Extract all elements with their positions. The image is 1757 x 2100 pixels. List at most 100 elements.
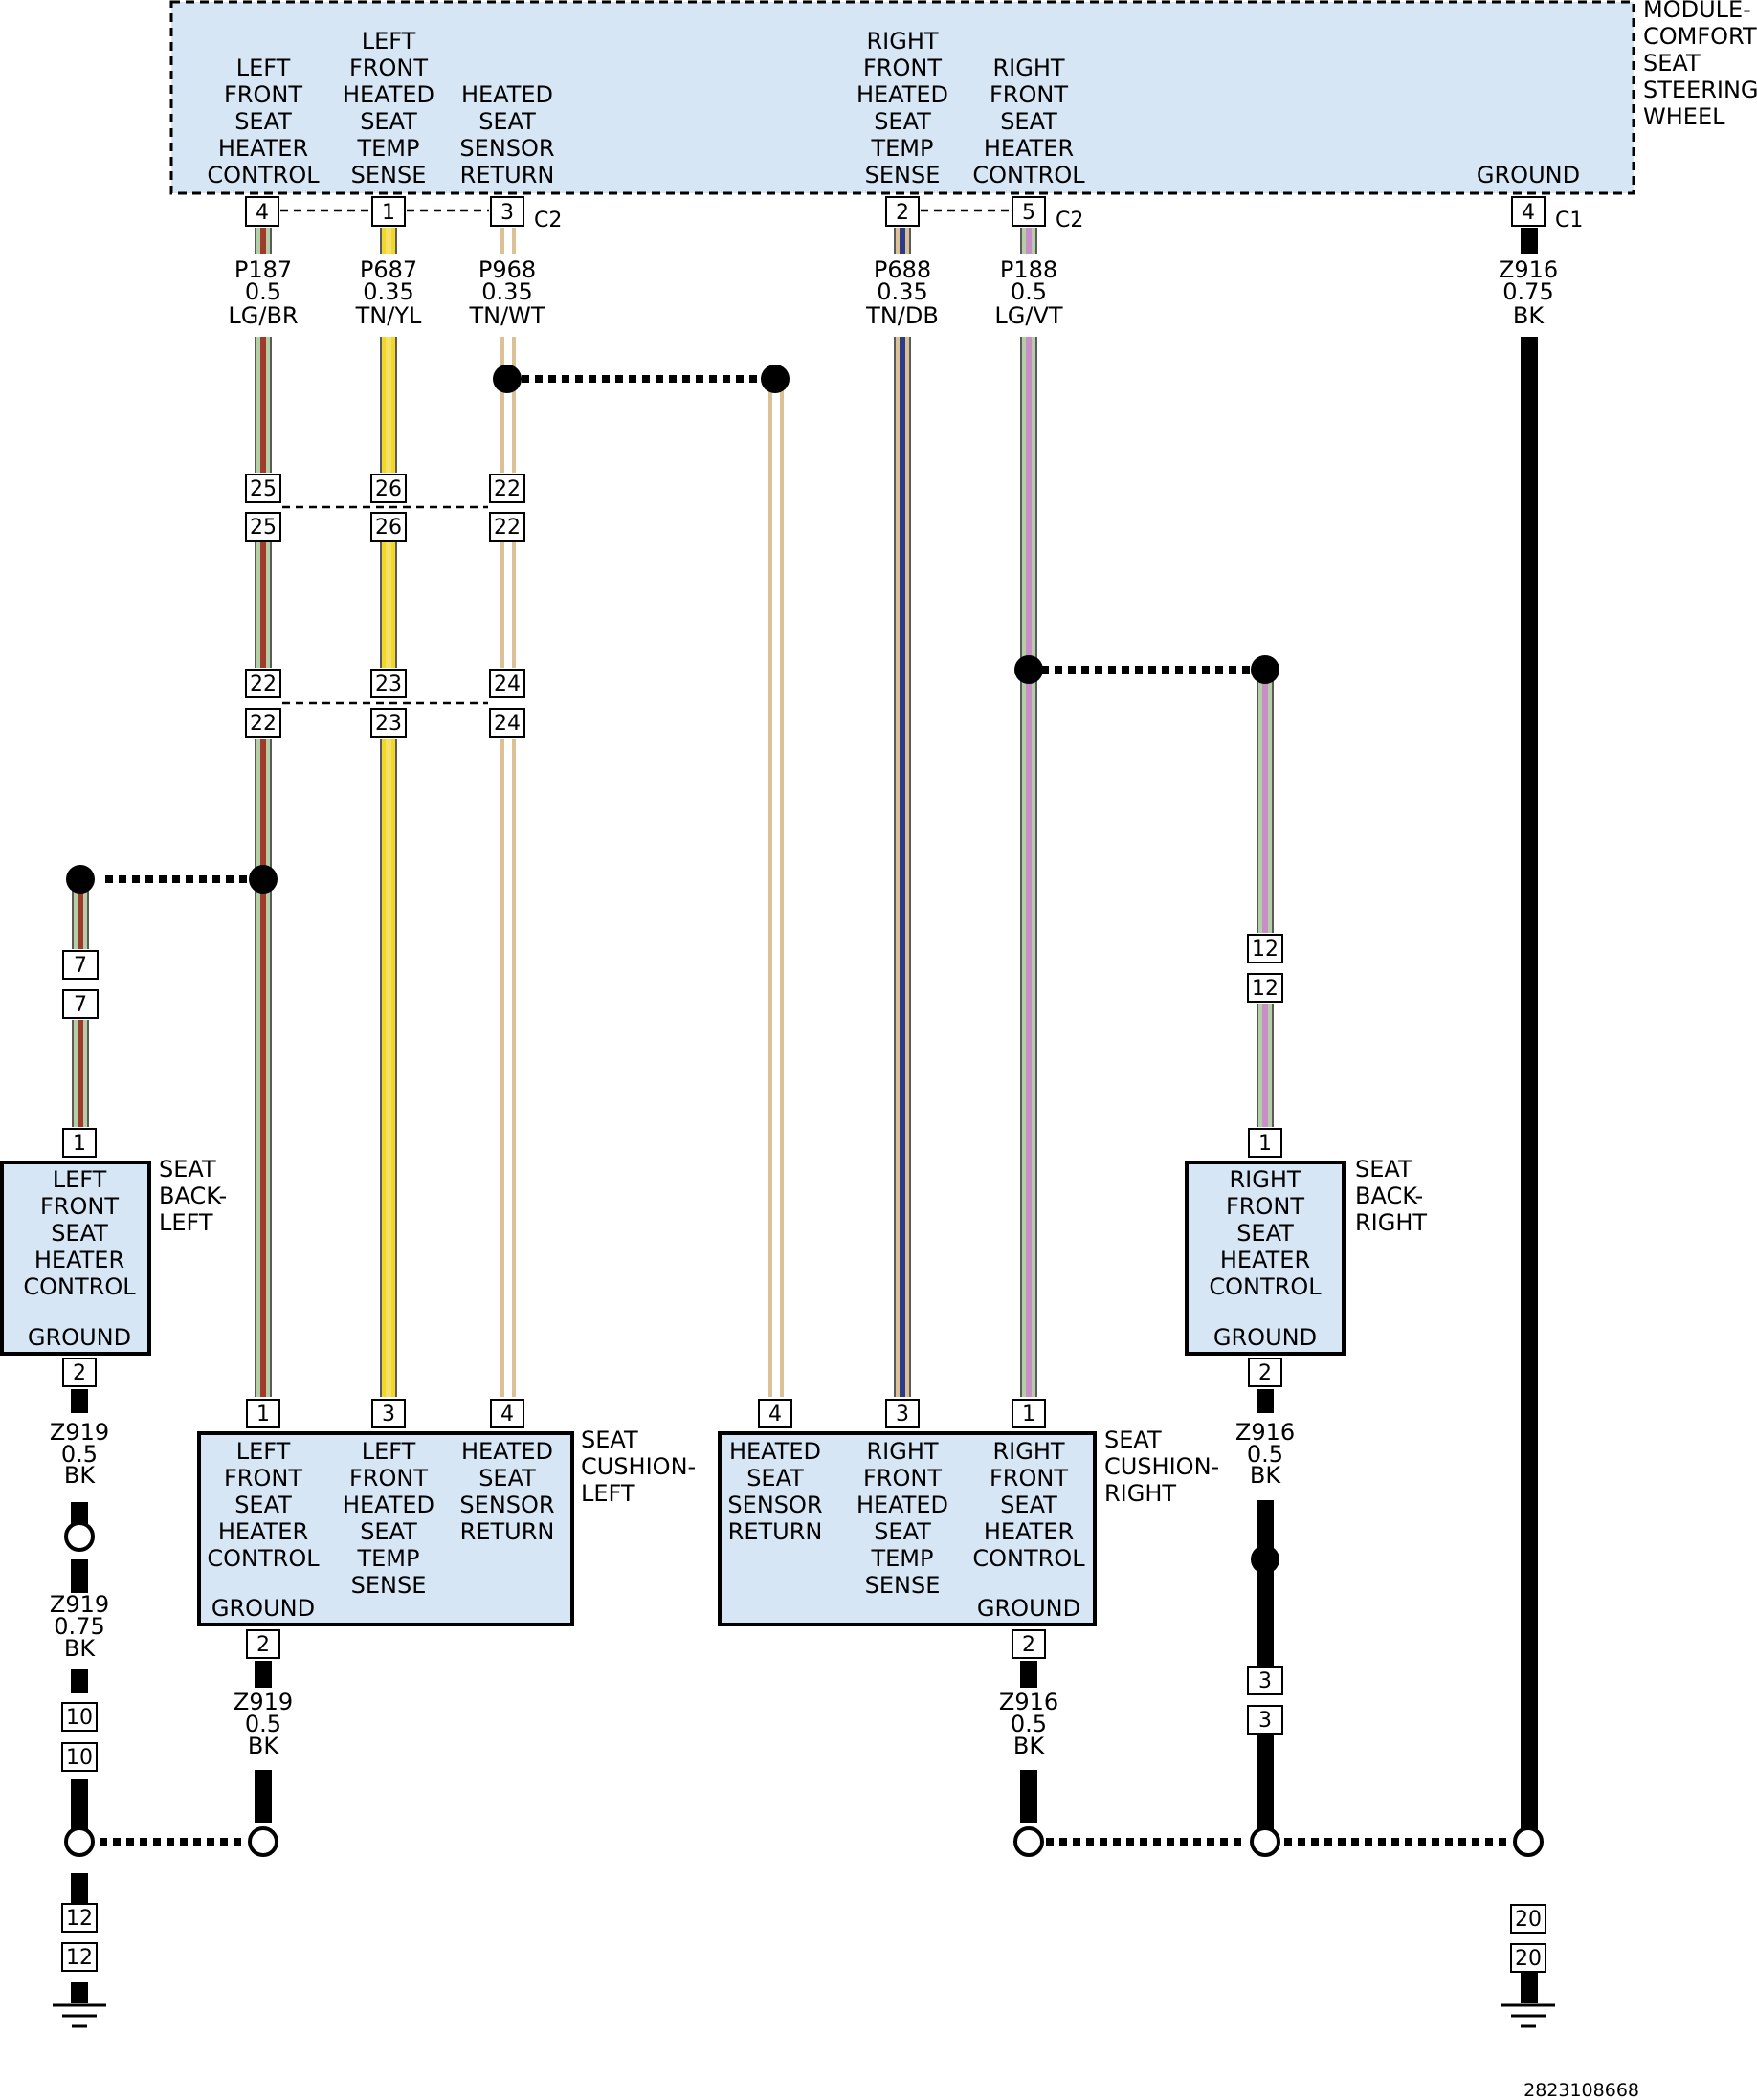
module-pin-ground: 4: [1511, 196, 1546, 227]
svg-text:LG/VT: LG/VT: [994, 302, 1062, 329]
svg-text:2: 2: [1022, 1633, 1035, 1657]
wire-p688-seg-0: [894, 228, 911, 254]
wire-p188-seg-0: [1020, 228, 1037, 254]
wire-label-z916-main: Z916 0.75 BK: [1499, 256, 1558, 329]
svg-text:P968: P968: [478, 256, 536, 283]
inline-connector-seat-back-left: 7 7: [62, 950, 99, 1019]
ground-node-1: [64, 1826, 95, 1857]
svg-text:Z916: Z916: [1235, 1419, 1295, 1446]
inline-connector-seat-back-right: 12 12: [1247, 934, 1283, 1003]
svg-text:22: 22: [250, 712, 277, 736]
svg-text:TN/WT: TN/WT: [468, 302, 545, 329]
wire-p968-branch: [768, 379, 784, 1397]
svg-text:7: 7: [74, 993, 87, 1017]
wire-label-p688: P688 0.35 TN/DB: [865, 256, 939, 329]
svg-text:GROUND: GROUND: [28, 1324, 131, 1351]
svg-text:TN/YL: TN/YL: [355, 302, 422, 329]
wire-p188-branch-1: [1257, 1004, 1274, 1127]
wire-p968-seg-2: [500, 542, 516, 668]
ground-wire-seat-back-left: Z919 0.5 BK Z919 0.75 BK: [50, 1389, 109, 2003]
svg-text:Z919: Z919: [50, 1419, 109, 1446]
svg-text:0.35: 0.35: [363, 278, 413, 305]
ground-symbol-right: [1501, 2003, 1555, 2028]
wire-p687-seg-2: [380, 542, 397, 668]
wire-p188-branch-0: [1257, 670, 1274, 933]
svg-text:25: 25: [250, 477, 277, 501]
svg-text:2: 2: [256, 1633, 270, 1657]
inline-connector-row2: 22 22 23 23 24 24: [245, 669, 525, 738]
svg-text:20: 20: [1515, 1947, 1542, 1971]
svg-text:12: 12: [66, 1907, 93, 1931]
svg-text:4: 4: [1522, 201, 1535, 225]
svg-text:7: 7: [74, 954, 87, 978]
svg-text:2: 2: [896, 201, 909, 225]
svg-text:3: 3: [896, 1403, 909, 1426]
splice-left-ground-open: [64, 1521, 95, 1552]
svg-text:22: 22: [494, 477, 521, 501]
svg-text:P687: P687: [360, 256, 417, 283]
svg-text:26: 26: [375, 516, 402, 540]
wire-p968-seg-3: [500, 739, 516, 1397]
svg-text:1: 1: [1258, 1132, 1272, 1156]
inline-connector-row1: 25 25 26 26 22 22: [245, 474, 525, 542]
svg-text:1: 1: [256, 1403, 270, 1426]
module-pin-left-heater: 4: [245, 196, 279, 227]
svg-text:0.75: 0.75: [54, 1613, 104, 1640]
svg-text:Z916: Z916: [1499, 256, 1558, 283]
svg-text:26: 26: [375, 477, 402, 501]
ground-wire-seat-back-right: Z916 0.5 BK: [1235, 1389, 1295, 1835]
svg-text:Z919: Z919: [234, 1689, 293, 1715]
module-pin-label-ground: GROUND: [1477, 162, 1580, 188]
wire-p187-seg-0: [255, 228, 272, 254]
svg-text:10: 10: [66, 1706, 93, 1730]
svg-text:1: 1: [1022, 1403, 1035, 1426]
svg-text:2: 2: [1258, 1361, 1272, 1385]
wire-p188-seg-1: [1020, 337, 1037, 1397]
svg-text:5: 5: [1022, 201, 1035, 225]
svg-text:0.35: 0.35: [481, 278, 532, 305]
splice-left-heater-a: [66, 865, 95, 894]
splice-left-heater-b: [249, 865, 278, 894]
svg-text:GROUND: GROUND: [1213, 1324, 1317, 1351]
svg-text:BK: BK: [64, 1462, 96, 1489]
svg-text:2: 2: [73, 1361, 86, 1385]
svg-text:12: 12: [66, 1946, 93, 1970]
svg-text:P188: P188: [1000, 256, 1057, 283]
svg-text:P187: P187: [234, 256, 292, 283]
wire-p187-seg-1: [255, 337, 272, 473]
module-pin-right-temp: 2: [885, 196, 920, 227]
svg-text:24: 24: [494, 673, 521, 696]
module-pin-left-temp: 1: [371, 196, 406, 227]
svg-text:22: 22: [250, 673, 277, 696]
wire-p187-seg-2: [255, 542, 272, 668]
svg-text:1: 1: [382, 201, 395, 225]
splice-right-heater-a: [1014, 655, 1043, 684]
svg-text:BK: BK: [1250, 1462, 1281, 1489]
svg-text:BK: BK: [1013, 1733, 1045, 1759]
connector-id-c2-right: C2: [1056, 209, 1083, 232]
module-pin-sensor-return: 3: [490, 196, 524, 227]
splice-right-heater-b: [1251, 655, 1279, 684]
svg-text:0.5: 0.5: [61, 1441, 98, 1468]
wire-label-p968: P968 0.35 TN/WT: [468, 256, 545, 329]
svg-text:25: 25: [250, 516, 277, 540]
svg-text:0.5: 0.5: [1247, 1441, 1283, 1468]
wire-layer: [72, 228, 1274, 1397]
inline-connector-main-ground: 20 20: [1510, 1904, 1546, 1973]
wire-p688-seg-1: [894, 337, 911, 1397]
